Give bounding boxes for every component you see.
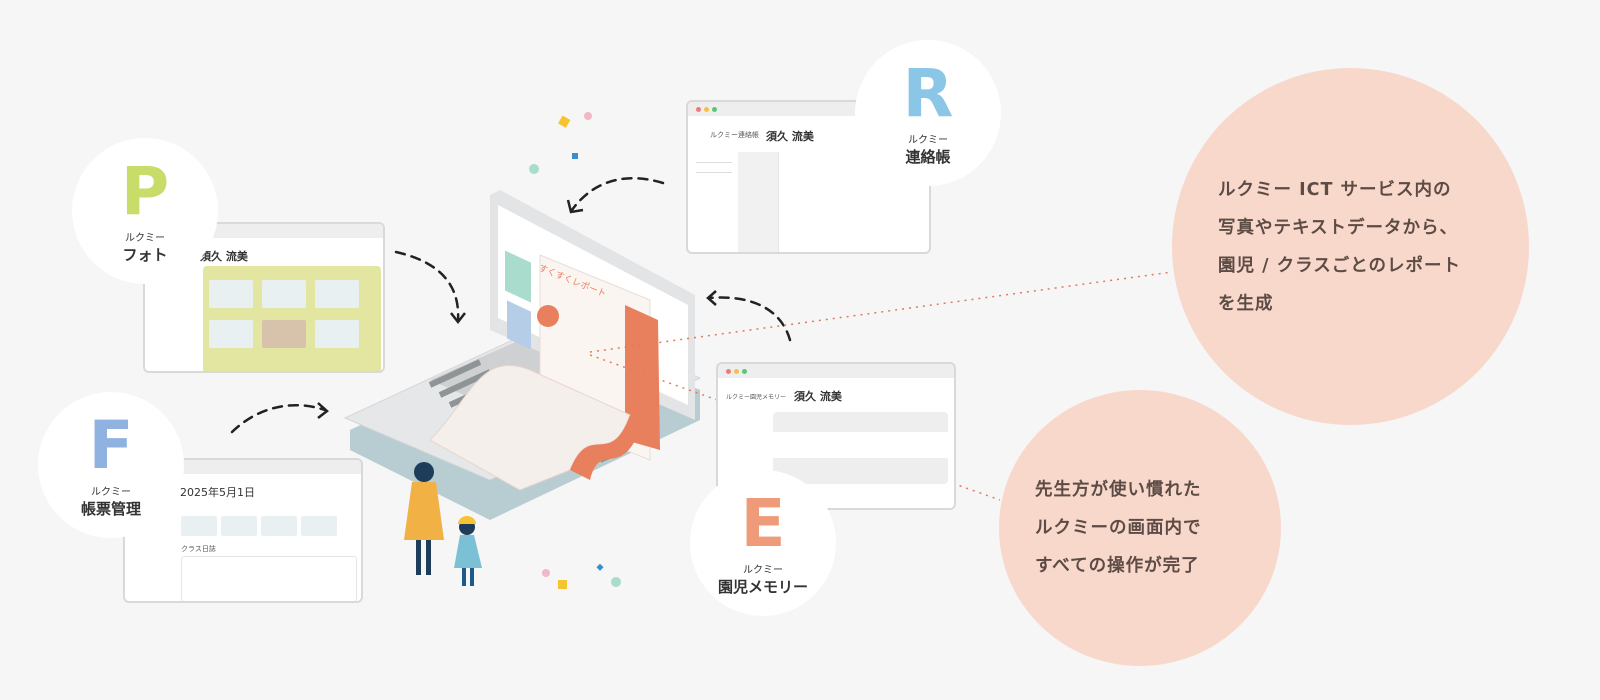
memory-logo-icon: E: [740, 485, 786, 562]
callout-line: を生成: [1218, 293, 1274, 314]
photo-logo-icon: P: [120, 153, 170, 230]
callout-line: ルクミー ICT サービス内の: [1218, 179, 1452, 200]
arrowheads: [317, 199, 717, 419]
photo-window: 須久 流美: [143, 222, 385, 373]
brand-label: ルクミー: [91, 487, 131, 498]
forms-window: 2025年5月1日 クラス日誌: [123, 458, 363, 603]
callout-report-generation: ルクミー ICT サービス内の写真やテキストデータから、園児 / クラスごとのレ…: [1172, 68, 1529, 425]
logo-contact-book: R ルクミー 連絡帳: [855, 40, 1001, 186]
callout-line: ルクミーの画面内で: [1035, 518, 1202, 538]
arrow-from-memory: [708, 296, 792, 342]
laptop-illustration: すくすくレポート: [343, 190, 702, 520]
logo-photo: P ルクミー フォト: [72, 138, 218, 284]
form-date: 2025年5月1日: [180, 486, 255, 499]
arrow-from-contact: [570, 176, 665, 212]
section-label: クラス日誌: [181, 545, 216, 553]
window-logo: ルクミー園児メモリー: [726, 394, 787, 401]
brand-label: ルクミー: [125, 233, 165, 244]
child-name: 須久 流美: [794, 390, 842, 403]
child-name: 須久 流美: [200, 250, 248, 263]
contact-logo-icon: R: [902, 55, 954, 132]
child-name: 須久 流美: [766, 130, 814, 143]
confetti-decoration: [529, 112, 621, 589]
arrow-from-photo: [394, 250, 460, 322]
callout-line: 園児 / クラスごとのレポート: [1218, 255, 1462, 276]
brand-label: ルクミー: [743, 565, 783, 576]
window-logo: ルクミー連絡帳: [710, 131, 759, 139]
logo-memory: E ルクミー 園児メモリー: [690, 470, 836, 616]
callout-line: 先生方が使い慣れた: [1035, 480, 1202, 500]
service-name: 連絡帳: [905, 148, 951, 166]
service-name: フォト: [122, 246, 168, 264]
flow-arrows: [230, 176, 792, 434]
service-name: 帳票管理: [80, 500, 141, 518]
callout-line: 写真やテキストデータから、: [1218, 217, 1458, 238]
service-name: 園児メモリー: [717, 578, 808, 596]
logo-forms: F ルクミー 帳票管理: [38, 392, 184, 538]
forms-logo-icon: F: [88, 407, 134, 484]
callout-line: すべての操作が完了: [1035, 556, 1200, 576]
teacher-and-child-illustration: [404, 462, 482, 586]
callout-familiar-screen: 先生方が使い慣れたルクミーの画面内ですべての操作が完了: [999, 390, 1281, 666]
arrow-from-forms: [230, 404, 327, 434]
brand-label: ルクミー: [908, 135, 948, 146]
